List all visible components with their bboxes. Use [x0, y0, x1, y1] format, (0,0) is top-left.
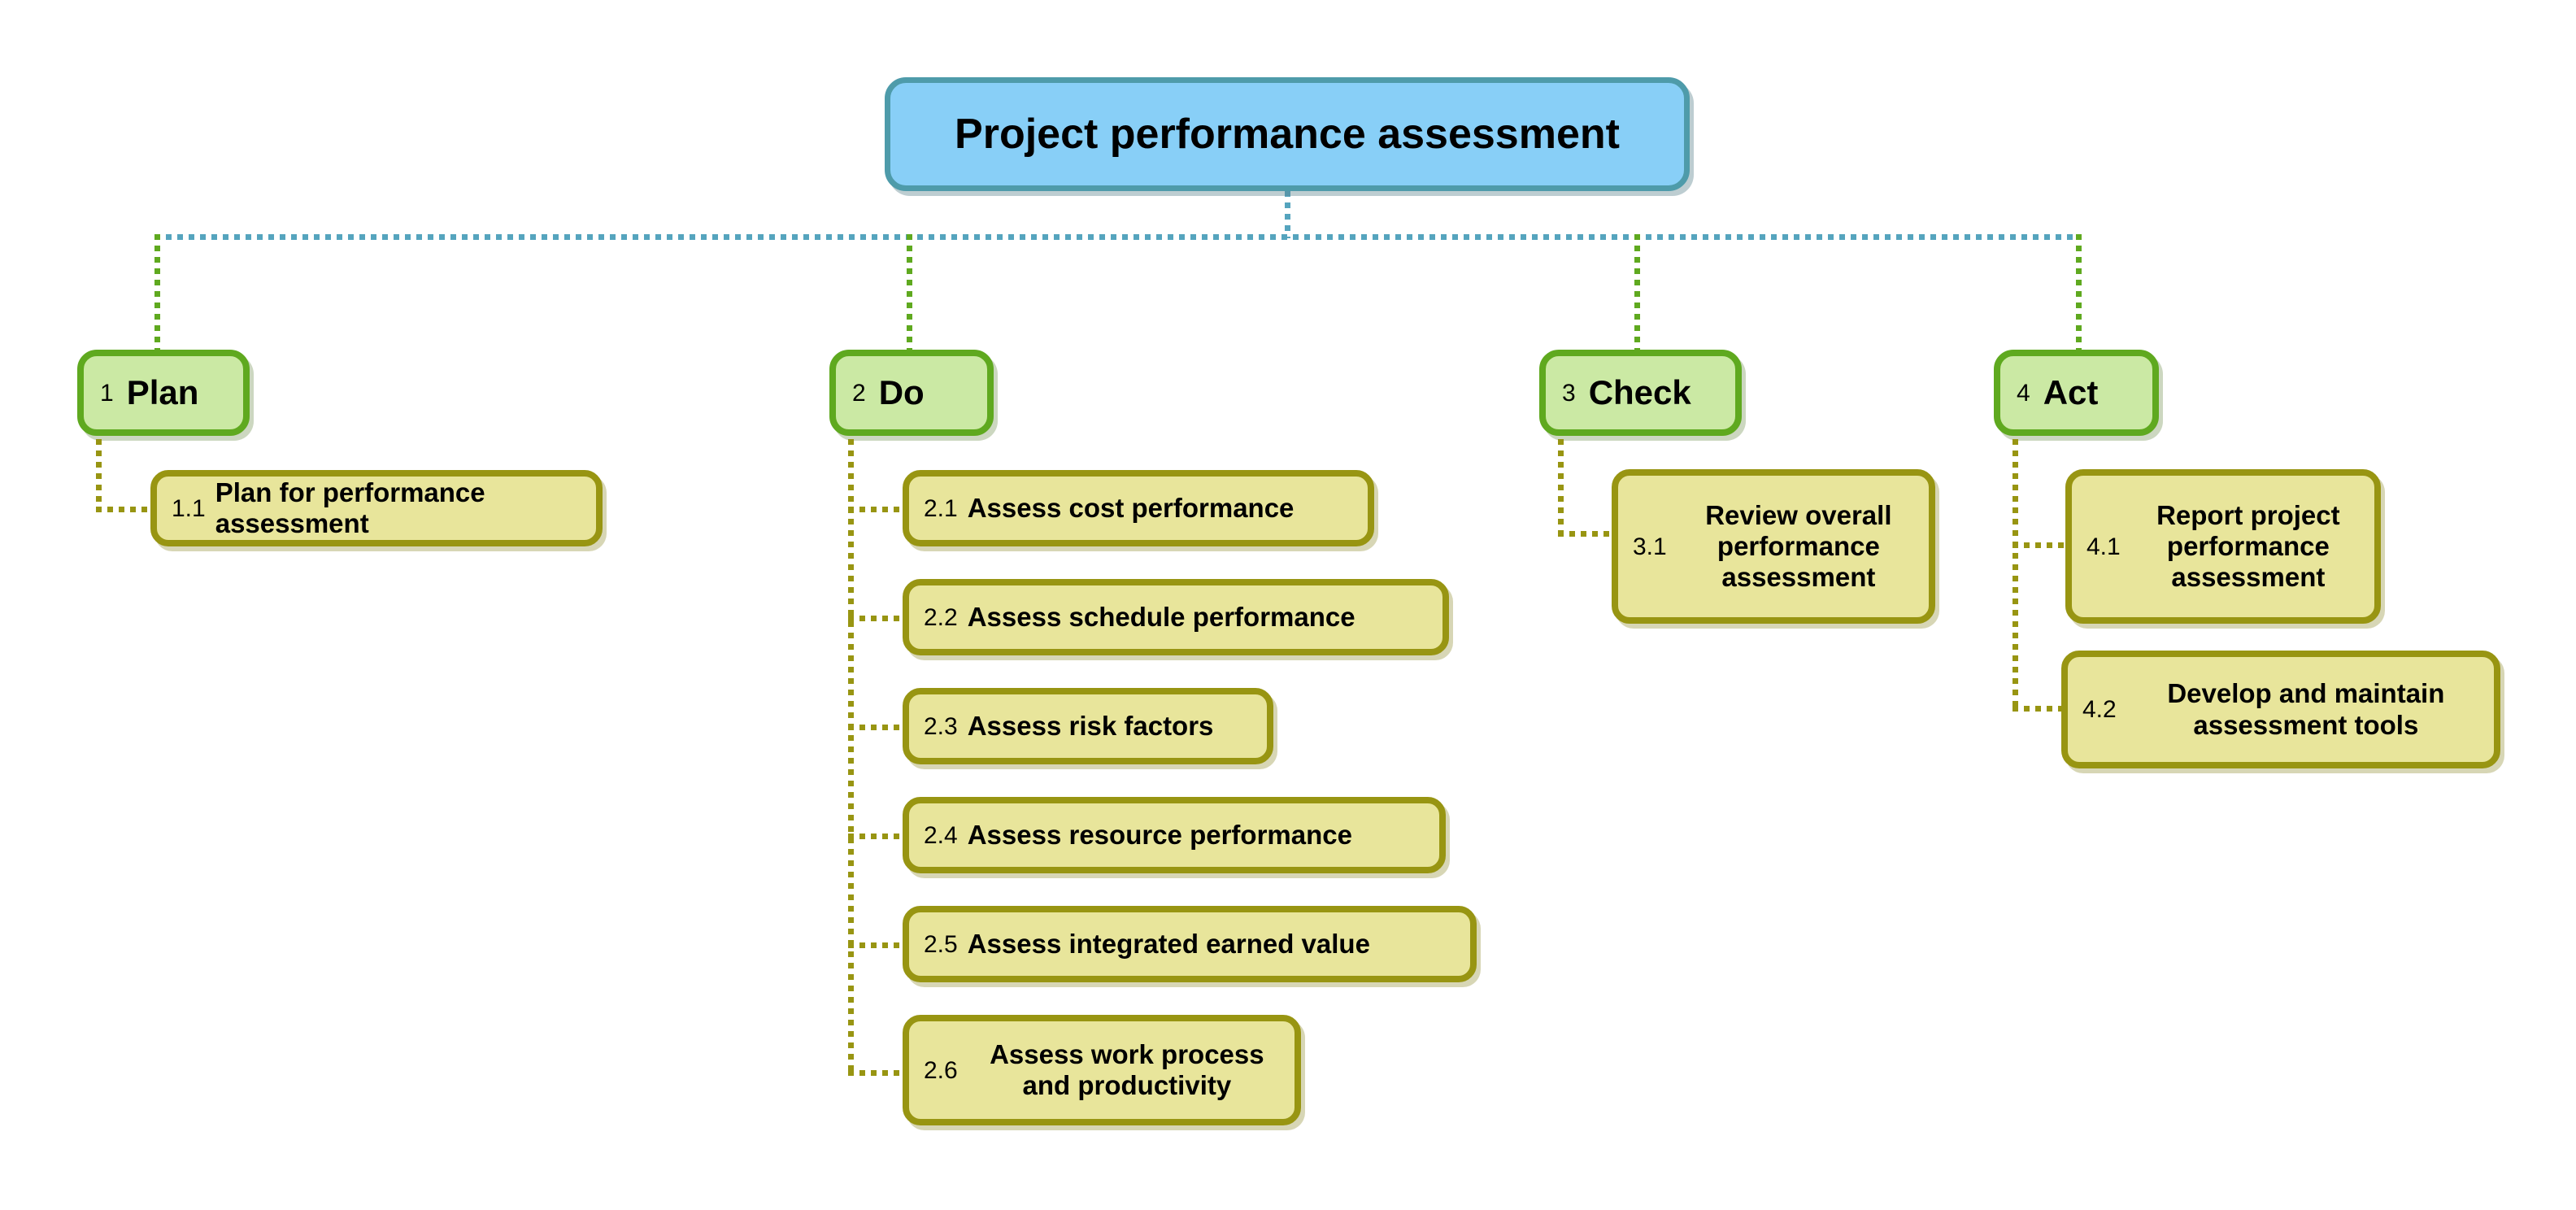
branch-node-act[interactable]: 4 Act — [1994, 350, 2159, 436]
task-label: Assess resource performance — [967, 819, 1352, 850]
connector-root-stem — [1285, 191, 1290, 238]
connector-do-to-2-4 — [848, 834, 908, 839]
branch-number: 4 — [2017, 379, 2030, 407]
task-number: 2.2 — [924, 603, 958, 631]
task-number: 2.5 — [924, 930, 958, 958]
connector-do-to-2-6 — [848, 1070, 908, 1076]
task-node-2-3[interactable]: 2.3 Assess risk factors — [903, 688, 1273, 764]
branch-node-do[interactable]: 2 Do — [829, 350, 994, 436]
connector-do-to-2-5 — [848, 942, 908, 948]
task-label: Assess schedule performance — [967, 601, 1355, 632]
connector-act-to-4-2 — [2012, 706, 2071, 712]
task-number: 1.1 — [172, 494, 206, 522]
task-node-3-1[interactable]: 3.1 Review overall performance assessmen… — [1612, 469, 1935, 624]
task-label: Report project performance assessment — [2156, 499, 2340, 593]
task-label: Assess cost performance — [967, 492, 1295, 523]
branch-number: 3 — [1562, 379, 1576, 407]
task-node-4-2[interactable]: 4.2 Develop and maintain assessment tool… — [2061, 651, 2500, 768]
connector-plan-spine — [96, 439, 102, 512]
task-node-2-2[interactable]: 2.2 Assess schedule performance — [903, 579, 1449, 655]
connector-do-to-2-2 — [848, 616, 908, 621]
connector-bus-to-do — [907, 234, 912, 352]
connector-act-to-4-1 — [2012, 542, 2071, 548]
connector-root-bus — [154, 234, 2082, 240]
task-number: 2.4 — [924, 821, 958, 849]
root-label: Project performance assessment — [955, 110, 1620, 158]
task-label: Assess risk factors — [967, 710, 1214, 741]
branch-label: Do — [878, 372, 925, 411]
connector-bus-to-plan — [154, 234, 160, 352]
branch-number: 2 — [852, 379, 866, 407]
task-label: Assess integrated earned value — [967, 928, 1370, 959]
task-number: 4.2 — [2082, 696, 2117, 723]
task-number: 2.3 — [924, 712, 958, 740]
connector-do-to-2-3 — [848, 725, 908, 730]
branch-label: Plan — [126, 372, 199, 411]
task-node-2-4[interactable]: 2.4 Assess resource performance — [903, 797, 1446, 873]
branch-label: Check — [1588, 372, 1691, 411]
connector-act-spine — [2012, 439, 2018, 712]
task-node-4-1[interactable]: 4.1 Report project performance assessmen… — [2065, 469, 2381, 624]
branch-node-check[interactable]: 3 Check — [1539, 350, 1742, 436]
task-node-2-6[interactable]: 2.6 Assess work process and productivity — [903, 1015, 1301, 1125]
task-label: Assess work process and productivity — [990, 1038, 1264, 1100]
connector-check-spine — [1558, 439, 1564, 537]
task-label: Review overall performance assessment — [1705, 499, 1892, 593]
connector-do-spine — [848, 439, 854, 1076]
task-label: Plan for performance assessment — [215, 477, 485, 538]
root-node[interactable]: Project performance assessment — [885, 77, 1690, 191]
task-number: 4.1 — [2086, 533, 2121, 560]
task-node-2-5[interactable]: 2.5 Assess integrated earned value — [903, 906, 1477, 982]
task-number: 2.6 — [924, 1056, 958, 1084]
connector-do-to-2-1 — [848, 507, 908, 512]
task-number: 3.1 — [1633, 533, 1667, 560]
connector-bus-to-act — [2076, 234, 2082, 352]
task-number: 2.1 — [924, 494, 958, 522]
branch-node-plan[interactable]: 1 Plan — [77, 350, 250, 436]
task-label: Develop and maintain assessment tools — [2167, 678, 2445, 740]
connector-bus-to-check — [1634, 234, 1640, 352]
connector-plan-to-1-1 — [96, 507, 156, 512]
connector-check-to-3-1 — [1558, 531, 1617, 537]
task-node-2-1[interactable]: 2.1 Assess cost performance — [903, 470, 1374, 546]
task-node-1-1[interactable]: 1.1 Plan for performance assessment — [150, 470, 603, 546]
branch-label: Act — [2043, 372, 2099, 411]
branch-number: 1 — [100, 379, 114, 407]
